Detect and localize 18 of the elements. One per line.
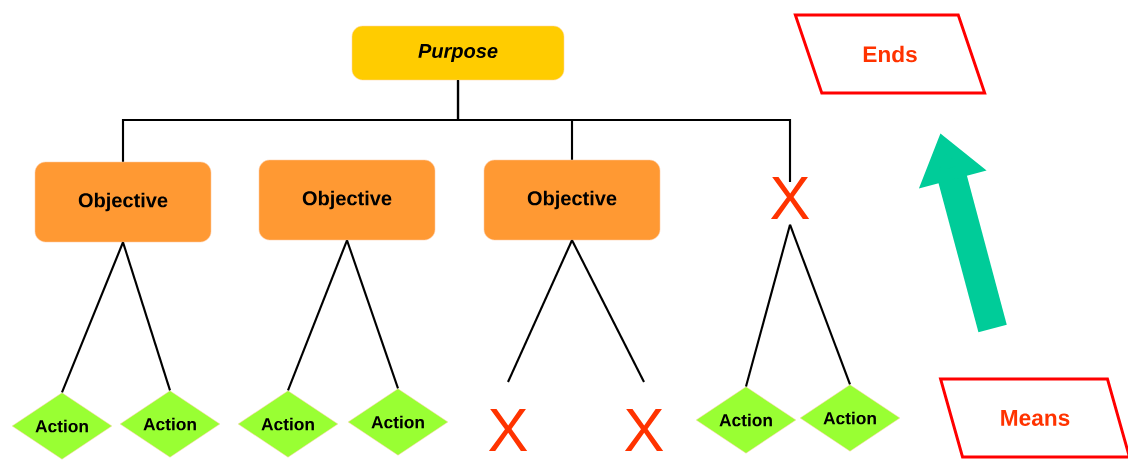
cross-mark: X — [624, 408, 664, 452]
connector-line — [122, 241, 171, 391]
connector-line — [61, 241, 124, 393]
parallelogram-box: Ends — [793, 13, 987, 95]
parallelogram-box: Means — [938, 377, 1128, 459]
connector-line — [346, 239, 399, 389]
process-box: Objective — [483, 159, 661, 241]
process-box: Objective — [258, 159, 436, 241]
connector-line — [571, 239, 645, 383]
process-box: Purpose — [351, 25, 565, 81]
connector-line — [789, 224, 851, 385]
cross-mark: X — [488, 408, 528, 452]
connector-line — [456, 80, 792, 182]
connector-line — [507, 239, 573, 383]
cross-mark: X — [770, 176, 810, 220]
process-box: Objective — [34, 161, 212, 243]
connector-line — [745, 224, 792, 387]
connector-line — [287, 239, 348, 391]
